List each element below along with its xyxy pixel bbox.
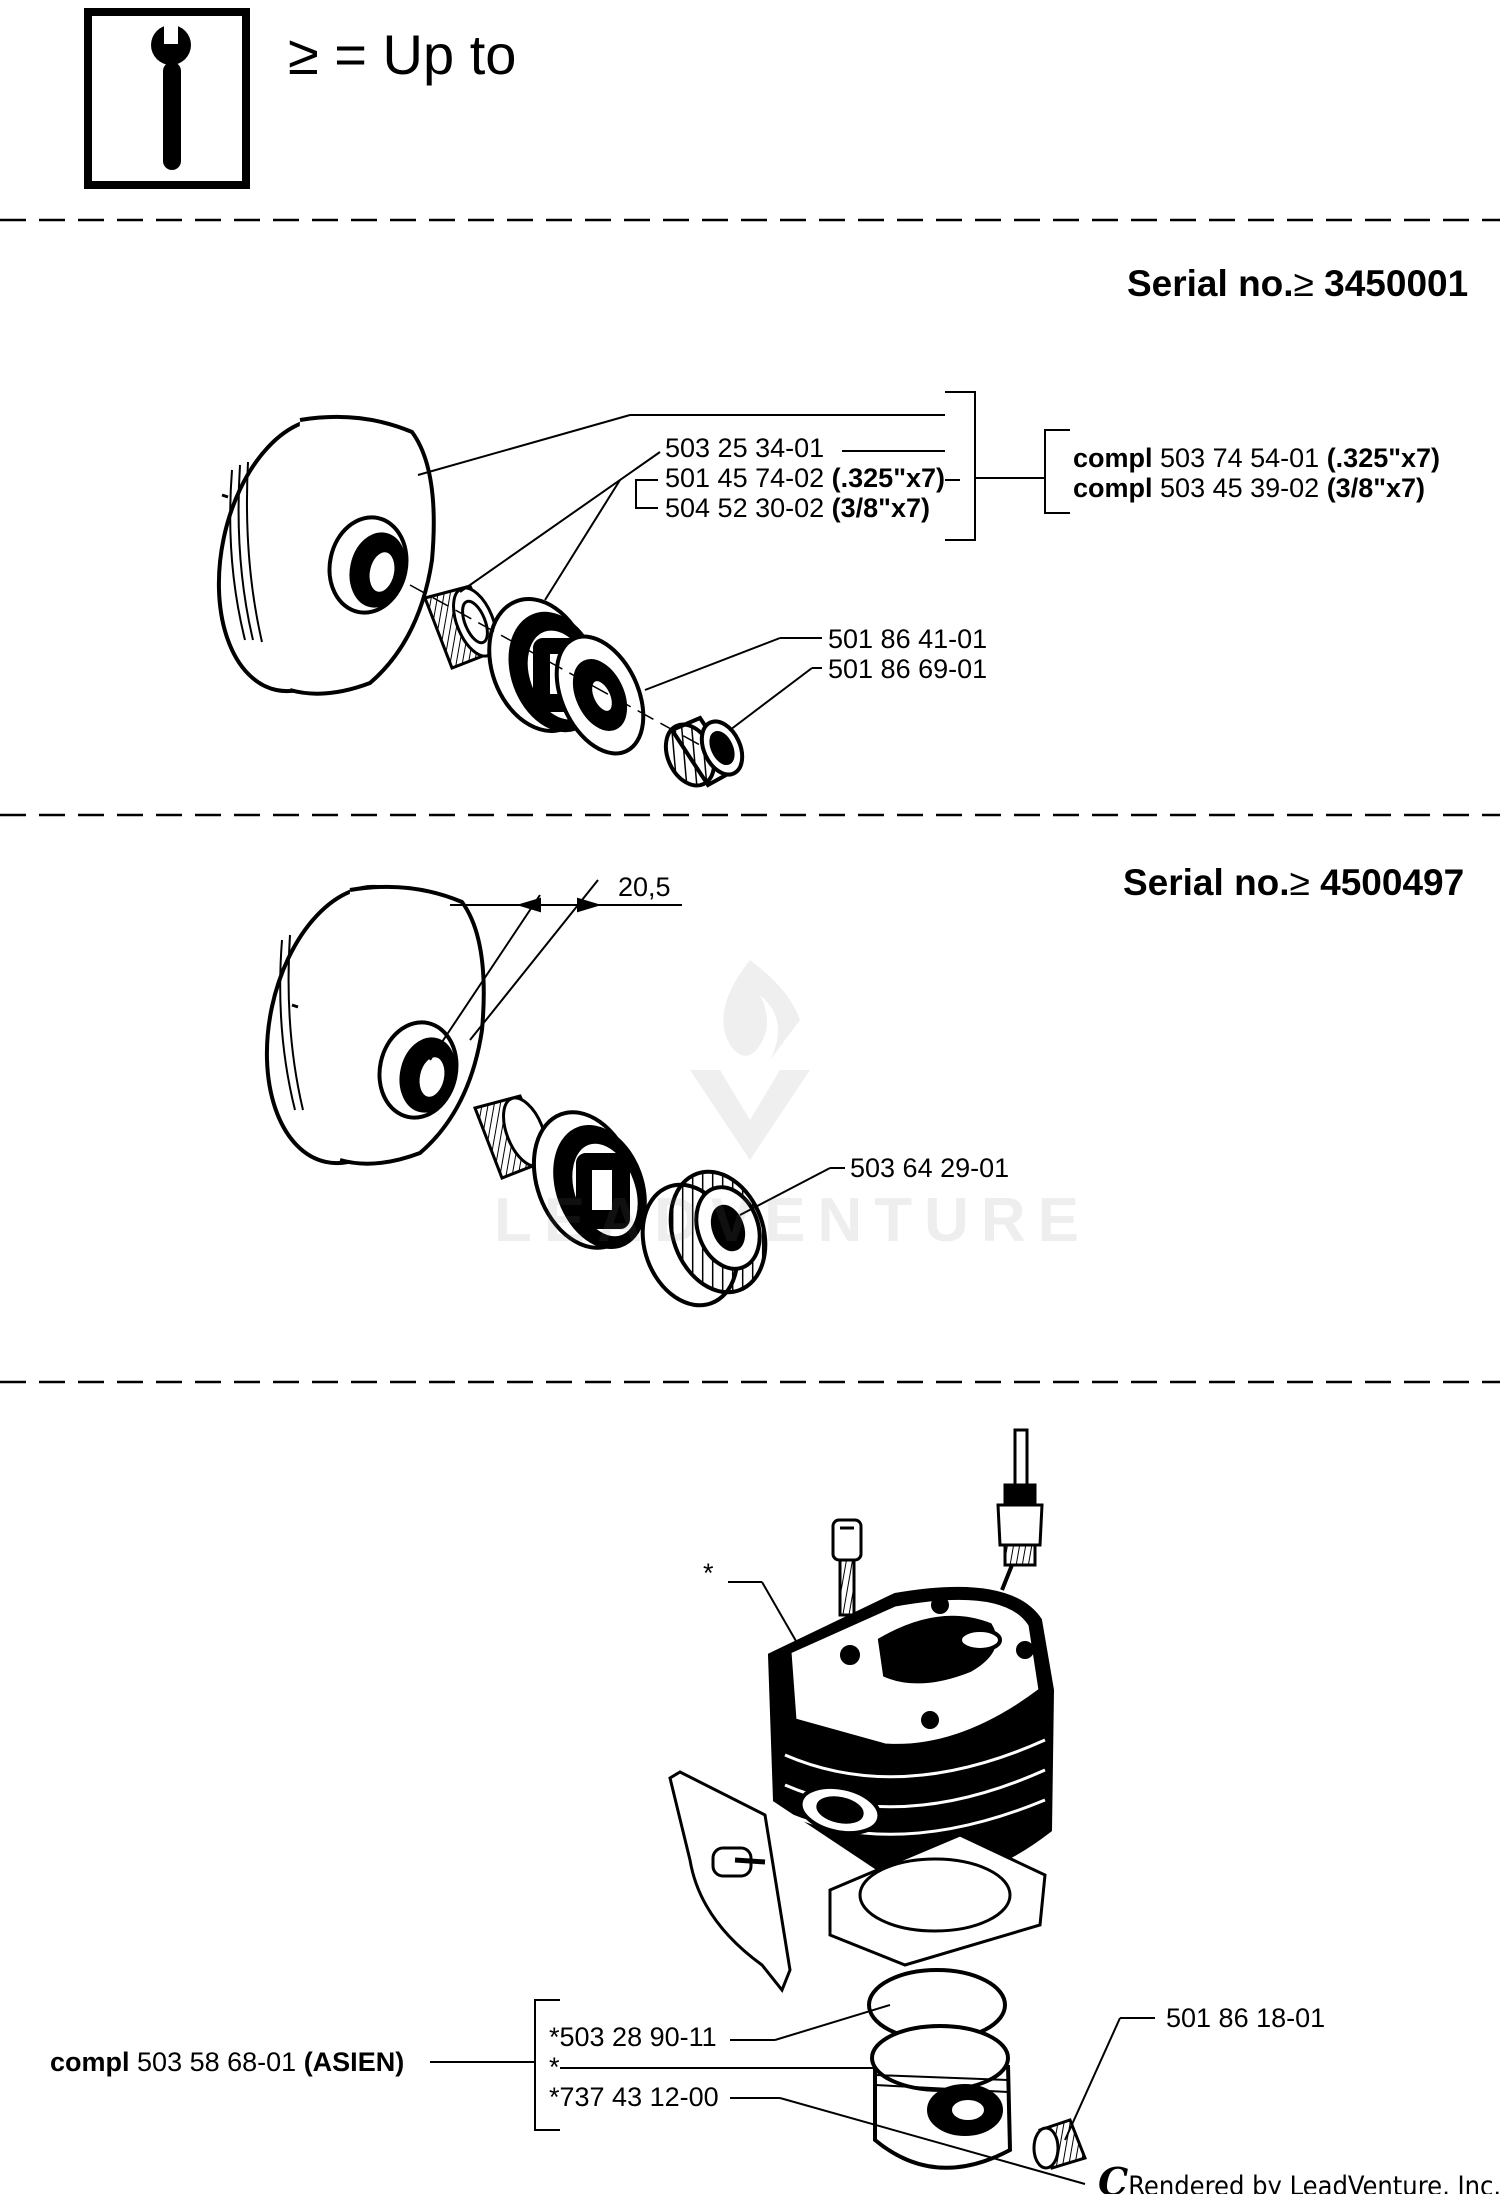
part-label-503-25-34-01: 503 25 34-01 [665, 433, 825, 463]
rim-sprocket-washer-2 [640, 1169, 768, 1308]
intake-plate [668, 1770, 792, 1993]
cylinder-gasket [828, 1833, 1047, 1967]
cylinder [767, 1586, 1055, 1881]
part-label-504-52-30-02: 504 52 30-02 (3/8"x7) [665, 493, 931, 523]
wrench-info-icon [84, 8, 250, 189]
leader-lines-1 [417, 391, 1070, 731]
clutch-drum-1 [216, 414, 436, 696]
clutch-drum-2 [264, 884, 486, 1166]
cylinder-star-label: * [703, 1558, 714, 1588]
part-label-503-28-90-11: *503 28 90-11 [549, 2022, 717, 2052]
compl-label-2: compl 503 45 39-02 (3/8"x7) [1073, 473, 1426, 503]
compl-piston-label: compl 503 58 68-01 (ASIEN) [50, 2047, 405, 2077]
spacer-1 [663, 715, 745, 788]
compl-label-1: compl 503 74 54-01 (.325"x7) [1073, 443, 1441, 473]
serial-heading-1: Serial no.≥ 3450001 [1127, 263, 1469, 304]
part-label-737-43-12-00: *737 43 12-00 [549, 2082, 719, 2112]
leadventure-watermark-icon [690, 960, 810, 1160]
part-label-501-45-74-02: 501 45 74-02 (.325"x7) [665, 463, 946, 493]
part-label-503-64-29-01: 503 64 29-01 [850, 1153, 1010, 1183]
part-label-501-86-18-01: 501 86 18-01 [1166, 2003, 1326, 2033]
part-label-501-86-41-01: 501 86 41-01 [828, 624, 988, 654]
legend-text: ≥ = Up to [288, 23, 517, 86]
rendered-by-footer: CRendered by LeadVenture, Inc. [1098, 2159, 1500, 2194]
watermark-text: LEADVENTURE [494, 1186, 1092, 1255]
part-label-501-86-69-01: 501 86 69-01 [828, 654, 988, 684]
small-bearing [1032, 2118, 1087, 2170]
piston-star-label: * [549, 2052, 560, 2082]
leader-lines-3 [430, 1581, 1155, 2185]
section-dividers [0, 218, 1500, 1384]
leader-lines-2 [429, 879, 845, 1216]
cylinder-screw [831, 1518, 863, 1617]
sprocket-rim-2 [531, 1110, 647, 1250]
dimension-label: 20,5 [618, 872, 671, 902]
serial-heading-2: Serial no.≥ 4500497 [1123, 862, 1465, 903]
spark-plug [996, 1428, 1044, 1591]
axis-line-1 [409, 584, 701, 746]
piston [870, 2024, 1013, 2170]
